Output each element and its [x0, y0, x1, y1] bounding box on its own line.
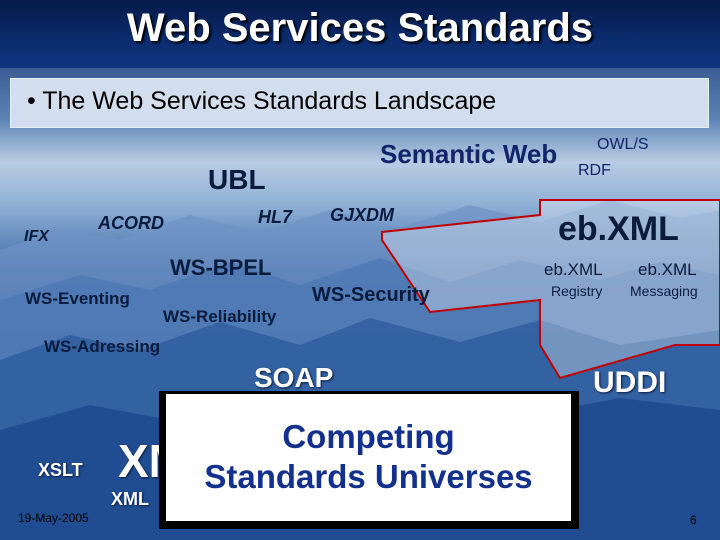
label-acord: ACORD: [98, 213, 164, 233]
footer-page-number: 6: [690, 513, 697, 527]
label-ebxml-messaging-title: eb.XML: [638, 260, 697, 279]
label-rdf: RDF: [578, 162, 611, 179]
label-xslt: XSLT: [38, 460, 83, 480]
label-owl-s: OWL/S: [597, 136, 649, 153]
label-xml-small: XML: [111, 489, 149, 509]
label-uddi: UDDI: [593, 366, 667, 399]
label-hl7: HL7: [258, 207, 293, 227]
label-ws-eventing: WS-Eventing: [25, 289, 130, 308]
label-semantic-web: Semantic Web: [380, 139, 558, 169]
label-soap: SOAP: [254, 362, 334, 393]
label-ws-bpel: WS-BPEL: [170, 255, 272, 280]
bullet-box: • The Web Services Standards Landscape: [10, 78, 709, 128]
label-ebxml-messaging-sub: Messaging: [630, 283, 698, 299]
label-ebxml-registry-sub: Registry: [551, 283, 603, 299]
overlay-line-1: Competing: [282, 418, 455, 455]
overlay-line-2: Standards Universes: [204, 458, 533, 495]
label-ebxml: eb.XML: [558, 210, 679, 248]
label-ebxml-registry-title: eb.XML: [544, 260, 603, 279]
bullet-text: • The Web Services Standards Landscape: [27, 87, 497, 115]
label-ws-security: WS-Security: [312, 284, 430, 306]
footer-date: 19-May-2005: [18, 511, 89, 525]
label-ws-adressing: WS-Adressing: [44, 337, 161, 356]
competing-standards-overlay: Competing Standards Universes: [159, 391, 579, 529]
title-bar: Web Services Standards: [0, 0, 720, 68]
label-gjxdm: GJXDM: [330, 205, 395, 225]
label-ubl: UBL: [208, 164, 266, 195]
label-ws-reliability: WS-Reliability: [163, 307, 277, 326]
slide-title: Web Services Standards: [126, 6, 594, 50]
overlay-panel: Competing Standards Universes: [166, 394, 571, 521]
label-ifx: IFX: [24, 228, 49, 245]
